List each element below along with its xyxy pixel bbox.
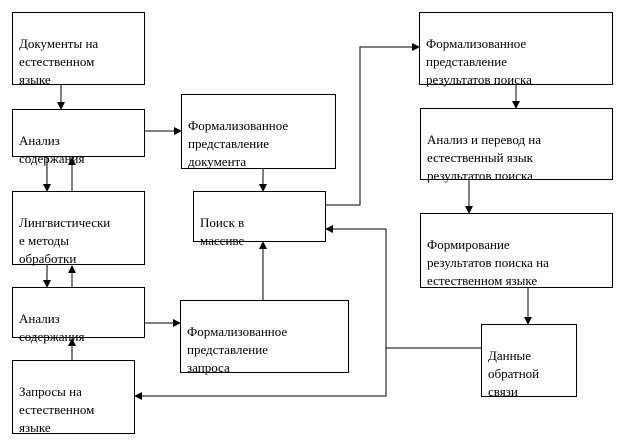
node-analysis-bottom: Анализ содержания — [12, 287, 145, 344]
node-analysis-top: Анализ содержания — [12, 109, 145, 166]
node-feedback-data-label: Данные обратной связи — [488, 348, 540, 399]
node-analysis-translate-label: Анализ и перевод на естественный язык ре… — [427, 132, 542, 183]
node-analysis-top-label: Анализ содержания — [19, 133, 85, 166]
node-formal-results-label: Формализованное представление результато… — [426, 36, 532, 87]
node-formal-results: Формализованное представление результато… — [419, 12, 613, 87]
node-docs-natural-label: Документы на естественном языке — [19, 36, 99, 87]
node-search: Поиск в массиве — [193, 191, 326, 248]
node-search-label: Поиск в массиве — [200, 215, 245, 248]
node-queries-natural: Запросы на естественном языке — [12, 360, 135, 435]
node-formal-query: Формализованное представление запроса — [180, 300, 349, 375]
node-forming-results-label: Формирование результатов поиска на естес… — [427, 237, 549, 288]
arrow-feedback-to-queries — [134, 348, 387, 400]
arrow-feedback-to-search — [325, 225, 481, 349]
node-linguistic-methods-label: Лингвистически е методы обработки — [19, 215, 111, 266]
node-forming-results: Формирование результатов поиска на естес… — [420, 213, 613, 288]
node-linguistic-methods: Лингвистически е методы обработки — [12, 191, 145, 266]
node-formal-document: Формализованное представление документа — [181, 94, 336, 169]
node-analysis-translate: Анализ и перевод на естественный язык ре… — [420, 108, 613, 183]
node-formal-document-label: Формализованное представление документа — [188, 118, 289, 169]
node-queries-natural-label: Запросы на естественном языке — [19, 384, 95, 435]
node-analysis-bottom-label: Анализ содержания — [19, 311, 85, 344]
node-docs-natural: Документы на естественном языке — [12, 12, 145, 87]
arrow-search-to-formal-results — [325, 43, 420, 206]
node-formal-query-label: Формализованное представление запроса — [187, 324, 288, 375]
node-feedback-data: Данные обратной связи — [481, 324, 577, 399]
